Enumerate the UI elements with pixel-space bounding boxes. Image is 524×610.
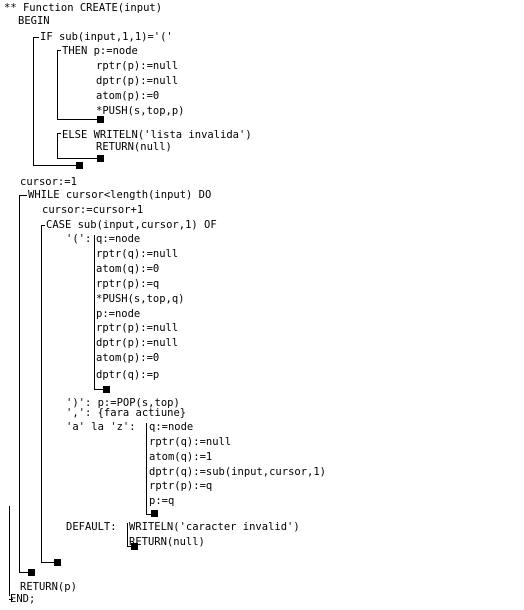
then-bracket-line: [57, 50, 58, 120]
open-paren-branch-line: [94, 235, 95, 390]
case-header: CASE sub(input,cursor,1) OF: [46, 219, 217, 231]
statement-line: rptr(p):=q: [96, 278, 160, 290]
while-end-marker: [28, 569, 35, 576]
statement-line: cursor:=1: [20, 176, 77, 188]
if-condition: IF sub(input,1,1)='(': [40, 31, 173, 43]
while-header: WHILE cursor<length(input) DO: [28, 189, 212, 201]
statement-line: q:=node: [149, 421, 194, 433]
case-label: ',': {fara actiune}: [66, 407, 187, 419]
statement-line: WRITELN('caracter invalid'): [129, 521, 300, 533]
else-bracket-top: [57, 133, 61, 134]
while-bracket-line: [19, 195, 20, 573]
if-bracket-bottom: [33, 165, 81, 166]
if-bracket-line: [33, 37, 34, 166]
else-end-marker: [97, 155, 104, 162]
statement-line: cursor:=cursor+1: [42, 204, 144, 216]
letter-branch-line: [146, 423, 147, 515]
statement-line: rptr(q):=null: [96, 248, 179, 260]
function-header: ** Function CREATE(input): [4, 2, 163, 14]
letter-end-marker: [151, 510, 158, 517]
open-paren-branch-bottom: [94, 389, 106, 390]
statement-line: rptr(p):=null: [96, 60, 179, 72]
default-branch-bottom: [127, 546, 133, 547]
statement-line: *PUSH(s,top,q): [96, 293, 185, 305]
statement-line: p:=q: [149, 495, 175, 507]
begin-keyword: BEGIN: [18, 15, 50, 27]
while-bracket-top: [19, 195, 27, 196]
statement-line: *PUSH(s,top,p): [96, 105, 185, 117]
statement-line: dptr(p):=null: [96, 75, 179, 87]
statement-line: dptr(q):=sub(input,cursor,1): [149, 466, 327, 478]
statement-line: rptr(q):=null: [149, 436, 232, 448]
then-statement: THEN p:=node: [62, 45, 138, 57]
case-label: DEFAULT:: [66, 521, 117, 533]
statement-line: atom(p):=0: [96, 352, 160, 364]
if-bracket-top: [33, 37, 39, 38]
end-keyword: END;: [10, 593, 36, 605]
case-bracket-line: [41, 225, 42, 563]
statement-line: atom(q):=1: [149, 451, 213, 463]
function-end-line: [9, 506, 10, 596]
case-label: ')': p:=POP(s,top): [66, 397, 180, 409]
default-branch-line: [127, 523, 128, 547]
statement-line: dptr(q):=p: [96, 369, 160, 381]
statement-line: p:=node: [96, 308, 141, 320]
statement-line: RETURN(null): [96, 141, 172, 153]
then-bracket-bottom: [57, 119, 99, 120]
case-label: 'a' la 'z':: [66, 421, 136, 433]
open-paren-end-marker: [103, 386, 110, 393]
statement-line: atom(p):=0: [96, 90, 160, 102]
case-end-marker: [54, 559, 61, 566]
statement-line: RETURN(null): [129, 536, 205, 548]
case-label: '(':: [66, 233, 92, 245]
statement-line: q:=node: [96, 233, 141, 245]
statement-line: rptr(p):=q: [149, 480, 213, 492]
letter-branch-bottom: [146, 514, 154, 515]
case-bracket-top: [41, 225, 45, 226]
statement-line: dptr(p):=null: [96, 337, 179, 349]
statement-line: rptr(p):=null: [96, 322, 179, 334]
then-end-marker: [97, 116, 104, 123]
if-end-marker: [76, 162, 83, 169]
else-bracket-bottom: [57, 158, 99, 159]
statement-line: atom(q):=0: [96, 263, 160, 275]
else-statement: ELSE WRITELN('lista invalida'): [62, 129, 252, 141]
then-bracket-top: [57, 50, 61, 51]
while-bracket-bottom: [19, 572, 31, 573]
default-end-marker: [131, 543, 138, 550]
else-bracket-line: [57, 133, 58, 159]
case-bracket-bottom: [41, 562, 57, 563]
function-end-tick: [9, 599, 13, 600]
return-statement: RETURN(p): [20, 581, 77, 593]
